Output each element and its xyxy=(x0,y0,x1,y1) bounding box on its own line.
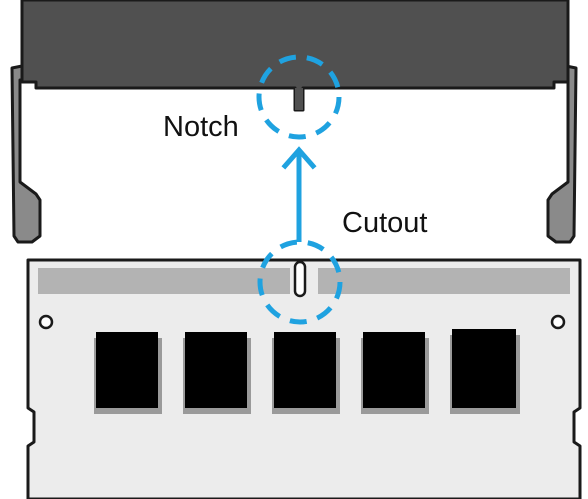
module-contact-strip-left xyxy=(38,268,290,294)
module-contact-strip-right xyxy=(318,268,570,294)
memory-slot xyxy=(10,0,578,244)
alignment-arrow xyxy=(281,146,317,242)
memory-chip xyxy=(185,332,247,408)
slot-right-latch xyxy=(546,64,578,244)
slot-notch-key xyxy=(295,88,303,110)
memory-chip xyxy=(274,332,336,408)
module-mounting-hole-left xyxy=(38,314,54,330)
module-cutout xyxy=(293,260,307,298)
memory-chip xyxy=(452,329,516,408)
memory-chip xyxy=(363,332,425,408)
cutout-highlight-circle xyxy=(257,239,343,325)
memory-chip xyxy=(96,332,158,408)
slot-left-latch xyxy=(10,64,42,244)
notch-label: Notch xyxy=(163,111,239,143)
cutout-label: Cutout xyxy=(342,207,427,239)
memory-module xyxy=(26,258,582,499)
arrow-up-icon xyxy=(281,146,317,170)
notch-highlight-circle xyxy=(256,54,342,140)
module-mounting-hole-right xyxy=(550,314,566,330)
module-chips xyxy=(94,329,520,414)
